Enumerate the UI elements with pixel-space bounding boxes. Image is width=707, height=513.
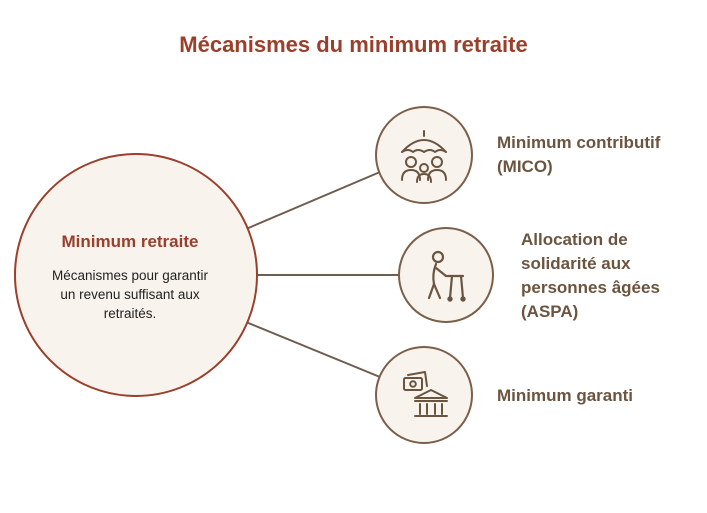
branch-label-aspa-line3: personnes âgées — [521, 278, 660, 297]
branch-label-minimum-garanti: Minimum garanti — [497, 384, 633, 408]
elderly-walker-icon — [427, 250, 466, 302]
center-node-description: Mécanismes pour garantir un revenu suffi… — [51, 268, 209, 321]
money-bank-icon — [403, 371, 448, 417]
branch-label-aspa-line1: Allocation de — [521, 230, 628, 249]
center-node-title: Minimum retraite — [61, 232, 199, 251]
connector-minimum-garanti — [245, 321, 381, 378]
branch-label-mico-line2: (MICO) — [497, 157, 553, 176]
branch-label-mico-line1: Minimum contributif — [497, 133, 661, 152]
branch-label-aspa-line4: (ASPA) — [521, 302, 579, 321]
branch-label-aspa-line2: solidarité aux — [521, 254, 631, 273]
page-title: Mécanismes du minimum retraite — [179, 32, 528, 57]
center-node-content: Minimum retraite Mécanismes pour garanti… — [30, 232, 230, 323]
family-umbrella-icon — [401, 130, 447, 183]
branch-label-aspa: Allocation de solidarité aux personnes â… — [521, 228, 660, 324]
node-minimum-garanti — [375, 346, 473, 444]
branch-label-mico: Minimum contributif (MICO) — [497, 131, 660, 179]
branch-label-minimum-garanti-line1: Minimum garanti — [497, 386, 634, 405]
node-mico — [375, 106, 473, 204]
connector-mico — [245, 171, 381, 230]
center-node — [14, 153, 258, 397]
